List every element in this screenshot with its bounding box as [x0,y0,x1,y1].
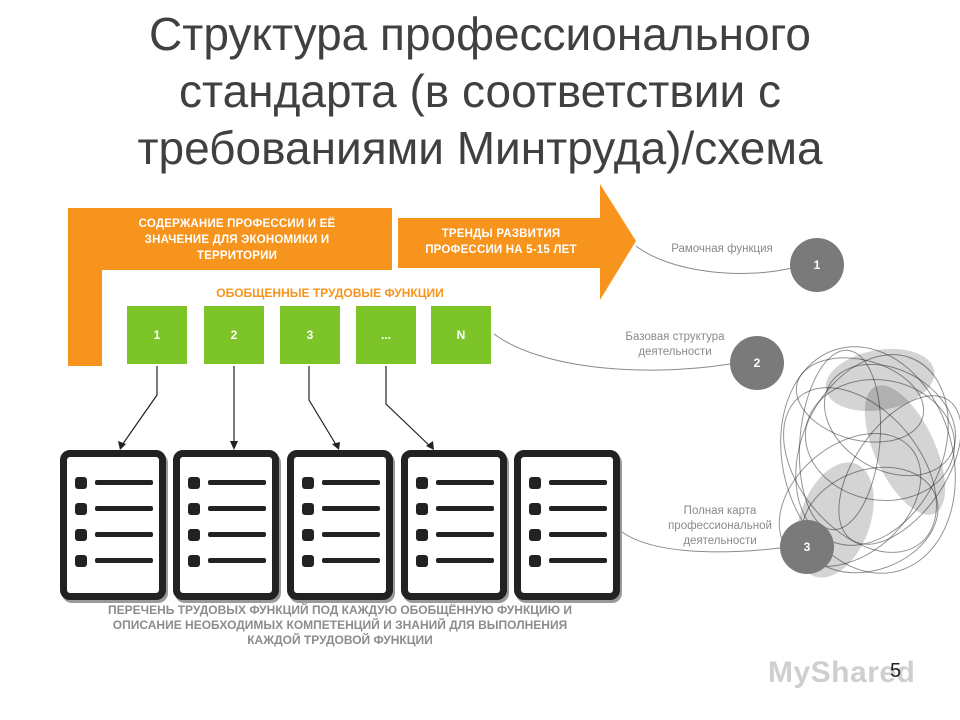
function-box-2: 2 [204,306,264,364]
page-number: 5 [890,660,902,682]
profession-content-block [68,208,392,366]
functions-caption: ПЕРЕЧЕНЬ ТРУДОВЫХ ФУНКЦИЙ ПОД КАЖДУЮ ОБО… [108,603,572,647]
level-pointers [493,245,793,553]
function-connectors [119,366,433,449]
level-3-circle: 3 [780,520,834,574]
trends-label: ТРЕНДЫ РАЗВИТИЯ ПРОФЕССИИ НА 5-15 ЛЕТ [425,228,577,256]
function-box-n: N [431,306,491,364]
document-icon [173,450,279,600]
generalized-functions-label: ОБОБЩЕННЫЕ ТРУДОВЫЕ ФУНКЦИИ [216,286,444,300]
level-1-label: Рамочная функция [671,243,773,255]
level-2-label: Базовая структура деятельности [625,331,725,358]
document-icon [514,450,620,600]
decorative-tangle [778,346,960,574]
document-icon [401,450,507,600]
function-box-ellipsis: ... [356,306,416,364]
page-title: Структура профессионального стандарта (в… [137,8,823,174]
level-3-label: Полная карта профессиональной деятельнос… [668,505,772,547]
connector-arrowheads [118,441,434,450]
trends-arrow [398,184,636,300]
profession-content-label: СОДЕРЖАНИЕ ПРОФЕССИИ И ЕЁ ЗНАЧЕНИЕ ДЛЯ Э… [138,218,336,262]
watermark-logo: MyShared [768,656,916,689]
function-box-3: 3 [280,306,340,364]
document-icon [287,450,393,600]
document-icon [60,450,166,600]
function-box-1: 1 [127,306,187,364]
level-1-circle: 1 [790,238,844,292]
level-2-circle: 2 [730,336,784,390]
